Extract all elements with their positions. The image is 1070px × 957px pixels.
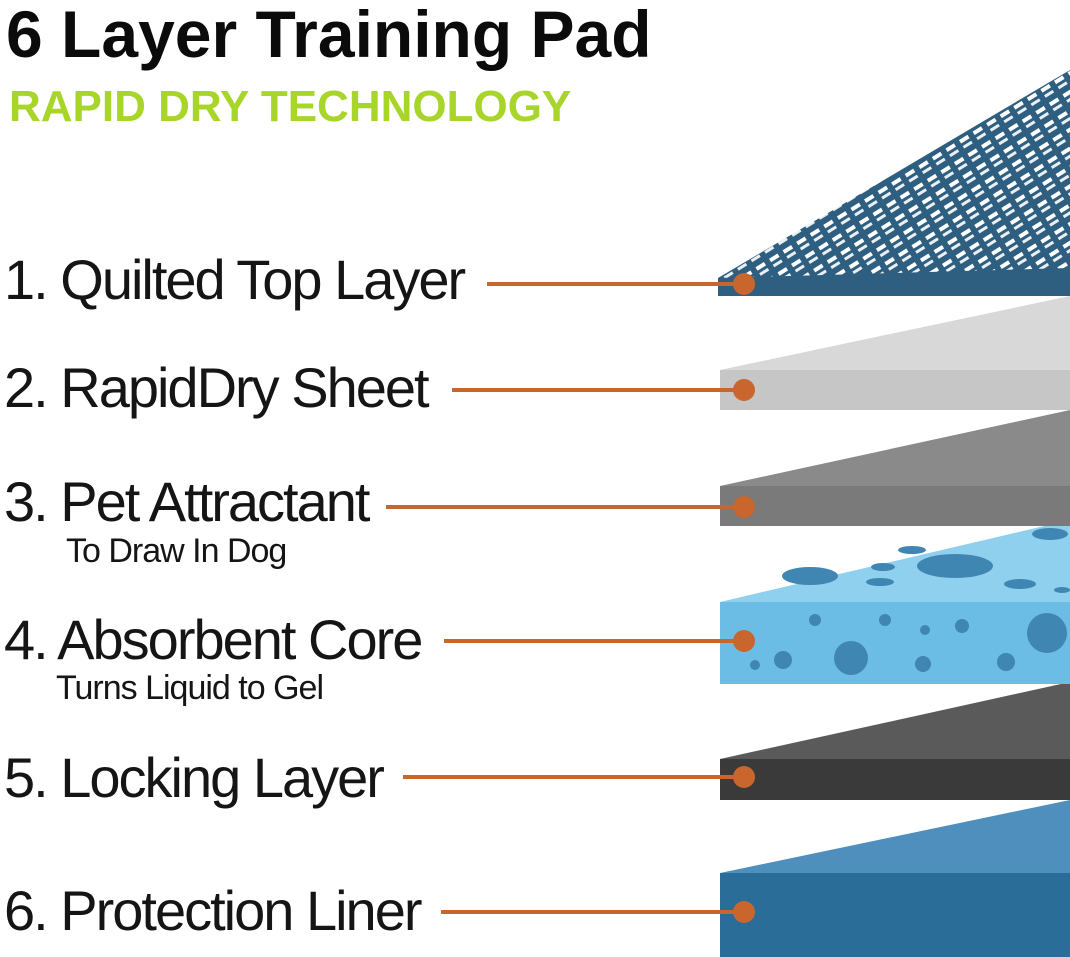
layer-3-leader-dot <box>733 496 755 518</box>
layer-4-label: 4. Absorbent Core <box>4 608 423 671</box>
protection-liner-top <box>720 800 1070 873</box>
layer-4-sublabel: Turns Liquid to Gel <box>56 669 324 707</box>
absorbent-core-bubbles <box>750 528 1070 675</box>
pet-attractant-side <box>720 486 1070 526</box>
rapiddry-sheet-top <box>720 296 1070 370</box>
layer-4-leader <box>444 630 755 652</box>
locking-layer-side <box>720 759 1070 800</box>
page-subtitle: RAPID DRY TECHNOLOGY <box>9 82 572 131</box>
layer-5-leader-dot <box>733 766 755 788</box>
layer-3-leader <box>386 496 755 518</box>
absorbent-core-side <box>720 602 1070 684</box>
quilted-top-edge <box>718 268 1070 296</box>
layer-2-label: 2. RapidDry Sheet <box>4 356 430 419</box>
pet-attractant-top <box>720 410 1070 486</box>
locking-layer-top <box>720 682 1070 759</box>
layer-5-leader <box>403 766 755 788</box>
layer-1-label: 1. Quilted Top Layer <box>4 248 466 311</box>
layer-4-leader-dot <box>733 630 755 652</box>
layer-1-leader-dot <box>733 273 755 295</box>
absorbent-core-layer <box>720 520 1070 684</box>
layer-6-label: 6. Protection Liner <box>4 879 422 942</box>
layer-3-sublabel: To Draw In Dog <box>66 532 287 570</box>
layer-5-label: 5. Locking Layer <box>4 746 385 809</box>
rapiddry-sheet-side <box>720 370 1070 410</box>
protection-liner-layer <box>720 800 1070 957</box>
layer-6-leader-dot <box>733 901 755 923</box>
page-title: 6 Layer Training Pad <box>6 0 652 71</box>
quilted-top-surface <box>718 70 1070 278</box>
rapiddry-sheet-layer <box>720 296 1070 410</box>
layer-2-leader <box>452 379 755 401</box>
protection-liner-side <box>720 873 1070 957</box>
locking-layer <box>720 682 1070 800</box>
layer-1-leader <box>487 273 755 295</box>
absorbent-core-top <box>720 520 1070 602</box>
pet-attractant-layer <box>720 410 1070 526</box>
layer-6-leader <box>441 901 755 923</box>
layer-3-label: 3. Pet Attractant <box>4 470 370 533</box>
layer-2-leader-dot <box>733 379 755 401</box>
quilted-top-layer <box>718 70 1070 296</box>
leader-lines <box>386 273 755 923</box>
